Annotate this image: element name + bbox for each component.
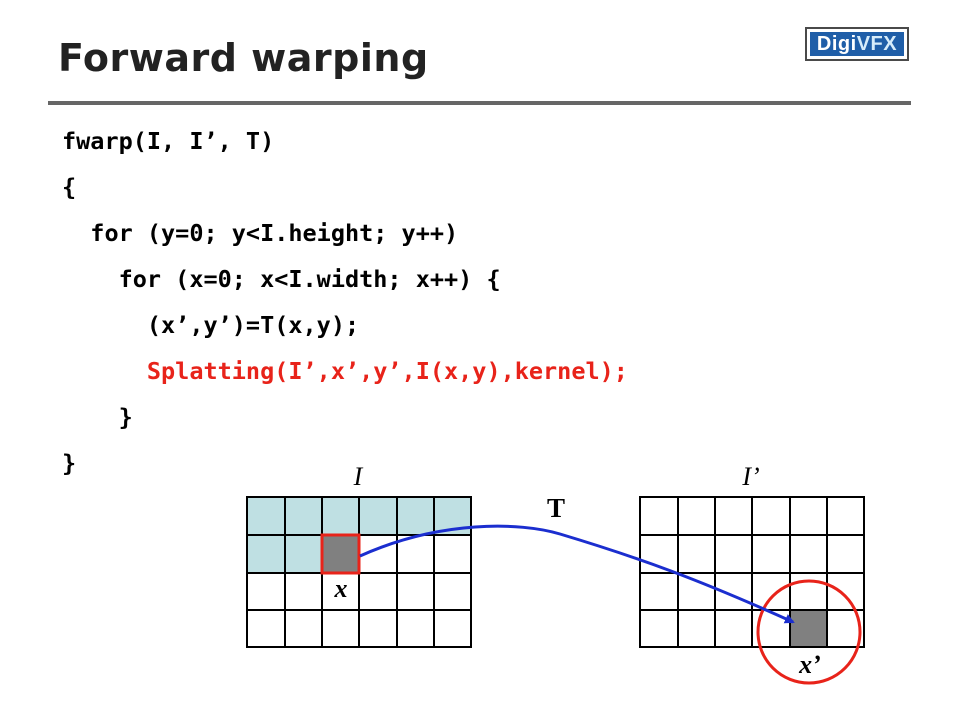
source-cell bbox=[284, 572, 323, 611]
target-image-label: I’ bbox=[741, 462, 759, 491]
target-cell bbox=[714, 496, 753, 536]
source-cell bbox=[246, 609, 286, 648]
target-cell bbox=[789, 572, 828, 611]
target-cell bbox=[789, 534, 828, 574]
source-cell bbox=[358, 572, 398, 611]
code-line-function: fwarp(I, I’, T) bbox=[62, 127, 275, 155]
source-cell bbox=[246, 572, 286, 611]
code-line-for-x: for (x=0; x<I.width; x++) { bbox=[62, 265, 501, 293]
target-cell bbox=[751, 496, 791, 536]
source-cell bbox=[396, 572, 435, 611]
target-cell bbox=[639, 609, 679, 648]
source-current-pixel bbox=[321, 534, 360, 574]
source-cell bbox=[284, 534, 323, 574]
source-cell bbox=[433, 609, 472, 648]
source-cell bbox=[284, 609, 323, 648]
source-cell bbox=[358, 496, 398, 536]
source-cell bbox=[433, 572, 472, 611]
code-line-for-y: for (y=0; y<I.height; y++) bbox=[62, 219, 459, 247]
logo-text-vfx: VFX bbox=[856, 32, 898, 55]
target-cell bbox=[826, 572, 865, 611]
transform-label: T bbox=[547, 493, 565, 523]
source-cell bbox=[396, 609, 435, 648]
target-cell bbox=[639, 572, 679, 611]
target-image-grid bbox=[639, 496, 865, 685]
title-divider bbox=[48, 101, 911, 105]
target-cell bbox=[714, 534, 753, 574]
source-cell bbox=[284, 496, 323, 536]
source-cell bbox=[321, 496, 360, 536]
target-cell bbox=[714, 609, 753, 648]
source-pixel-marker bbox=[320, 533, 361, 575]
target-cell bbox=[826, 534, 865, 574]
target-cell bbox=[677, 534, 716, 574]
target-cell bbox=[677, 496, 716, 536]
code-line-splatting: Splatting(I’,x’,y’,I(x,y),kernel); bbox=[62, 357, 628, 385]
code-block: fwarp(I, I’, T) { for (y=0; y<I.height; … bbox=[62, 118, 628, 486]
code-line-close-outer: } bbox=[62, 449, 77, 477]
source-cell bbox=[246, 496, 286, 536]
source-cell bbox=[246, 534, 286, 574]
target-cell bbox=[751, 572, 791, 611]
source-cell bbox=[321, 609, 360, 648]
target-cell bbox=[677, 572, 716, 611]
target-cell bbox=[639, 496, 679, 536]
transform-arrow bbox=[359, 524, 795, 624]
target-cell bbox=[789, 496, 828, 536]
source-cell bbox=[433, 534, 472, 574]
target-pixel-label: x’ bbox=[798, 650, 821, 679]
target-cell bbox=[751, 534, 791, 574]
source-cell bbox=[358, 609, 398, 648]
target-splat-pixel bbox=[789, 609, 828, 648]
source-cell bbox=[396, 496, 435, 536]
source-image-label: I bbox=[353, 462, 364, 491]
target-cell bbox=[677, 609, 716, 648]
logo-text-digi: Digi bbox=[816, 32, 857, 55]
target-cell bbox=[826, 496, 865, 536]
slide-title: Forward warping bbox=[58, 36, 429, 80]
code-line-close-inner: } bbox=[62, 403, 133, 431]
code-line-open-brace: { bbox=[62, 173, 77, 201]
source-pixel-label: x bbox=[334, 574, 348, 603]
code-line-transform: (x’,y’)=T(x,y); bbox=[62, 311, 360, 339]
source-image-grid bbox=[246, 496, 472, 648]
splatting-kernel-circle bbox=[756, 579, 862, 685]
